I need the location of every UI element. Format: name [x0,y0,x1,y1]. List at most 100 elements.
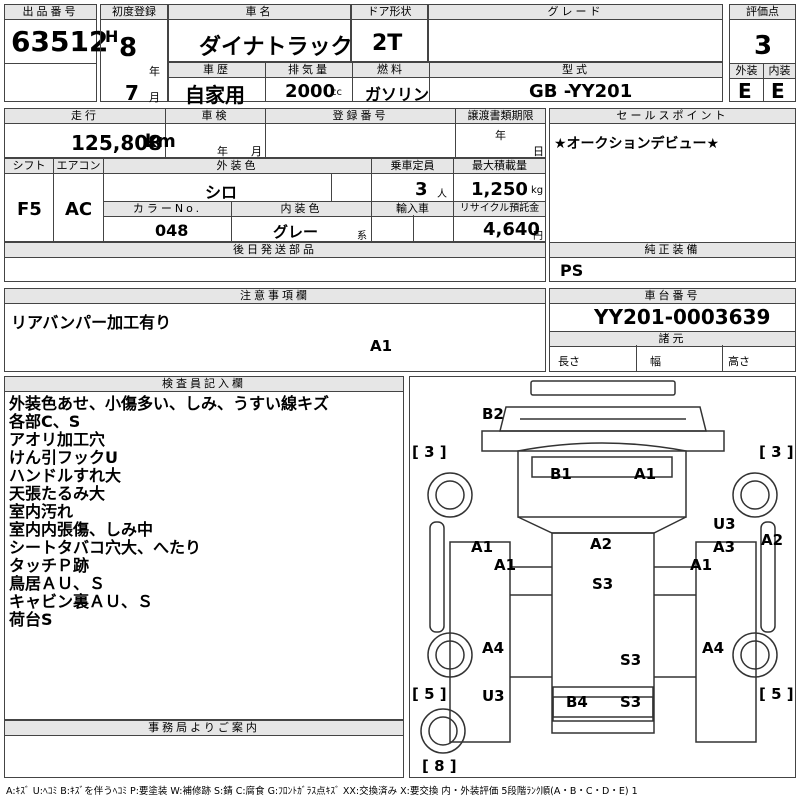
door-label: ドア形状 [352,5,427,20]
model-label: 型式 [429,63,722,78]
genuine-box: 純正装備 PS [549,242,796,282]
door: 2T [372,31,403,56]
damage-label: S3 [620,651,642,669]
grade-label: グレード [429,5,722,20]
damage-label: A1 [634,465,657,483]
capacity-label: 乗車定員 [371,159,453,174]
height-label: 高さ [728,355,750,368]
deadline-day-unit: 日 [533,145,544,158]
damage-label: U3 [713,515,736,533]
mileage: 125,808 [71,131,163,155]
damage-label: S3 [592,575,614,593]
legend: A:ｷｽﾞ U:ﾍｺﾐ B:ｷｽﾞを伴うﾍｺﾐ P:要塗装 W:補修跡 S:錆 … [6,786,638,797]
damage-label: S3 [620,693,642,711]
car-name-box: 車名 ダイナトラック [168,4,353,62]
inspection-year-unit: 年 [217,145,228,158]
capacity-unit: 人 [437,189,447,200]
fuel: ガソリン [365,85,430,104]
tire-tread-rear-left: [ 5 ] [412,685,447,703]
genuine-equipment: PS [560,261,584,280]
exterior-color: シロ [205,183,238,202]
displacement: 2000 [285,81,336,102]
month-unit: 月 [149,91,160,104]
air-conditioner: AC [65,199,93,220]
history-label: 車歴 [169,63,265,78]
recycle-fee: 4,640 [483,219,540,240]
inspector-line: ハンドルすれ大 [9,466,122,485]
later-parts-label: 後日発送部品 [5,243,545,258]
tire-tread-front-right: [ 3 ] [759,443,794,461]
int-color-label: 内装色 [231,201,371,217]
load-label: 最大積載量 [453,159,545,174]
score-box: 評価点 3 外装 内装 E E [729,4,796,103]
door-box: ドア形状 2T [351,4,428,62]
recycle-label: リサイクル預託金 [453,201,545,217]
inspection-month-unit: 月 [251,145,262,158]
damage-label: A2 [590,535,613,553]
inspector-line: 室内汚れ [9,502,74,521]
model: GB -YY201 [529,81,633,102]
history-box: 車歴 排気量 燃料 型式 自家用 2000 cc ガソリン GB -YY201 [168,62,723,107]
score-label: 評価点 [730,5,795,20]
inspection-label: 車検 [165,109,265,124]
truck-outline [420,380,778,754]
sales-point: ★オークションデビュー★ [554,136,720,152]
later-parts-box: 後日発送部品 [4,242,546,282]
tire-tread-front-left: [ 3 ] [412,443,447,461]
inspector-line: 外装色あせ、小傷多い、しみ、うすい線キズ [9,394,330,413]
damage-label: A1 [494,556,517,574]
inspector-line: シートタバコ穴大、へたり [9,538,202,557]
disp-unit: cc [331,87,342,98]
int-label: 内装 [763,63,795,79]
inspector-line: タッチＰ跡 [9,556,90,575]
history: 自家用 [185,83,245,107]
inspector-line: けん引フックU [9,448,118,467]
sales-box: セールスポイント ★オークションデビュー★ [549,108,796,243]
tire-tread-spare: [ 8 ] [422,757,457,775]
spec-label: 諸元 [550,331,795,347]
damage-diagram: B2 B1 A1 U3 A2 A1 A1 A3 A2 A1 A1 S3 A4 S… [370,337,796,778]
damage-label: A1 [370,337,393,355]
shift: F5 [17,199,42,220]
month: 7 [125,81,139,105]
color-label: 外装色 [103,159,371,174]
damage-label: U3 [482,687,505,705]
inspector-notes: 外装色あせ、小傷多い、しみ、うすい線キズ 各部C、S アオリ加工穴 けん引フック… [9,395,329,629]
era: H [105,27,119,46]
damage-label: A1 [690,556,713,574]
inspector-line: 室内内張傷、しみ中 [9,520,154,539]
shift-label: シフト [5,159,53,174]
capacity: 3 [415,179,428,200]
damage-label: A1 [471,538,494,556]
color-number: 048 [155,221,189,240]
damage-label: A3 [713,538,736,556]
score: 3 [754,31,773,61]
mileage-label: 走行 [5,109,165,124]
interior-color: グレー [273,223,319,241]
year: 8 [119,33,138,63]
chassis-number: YY201-0003639 [594,305,771,329]
spec-box: シフト エアコン 外装色 乗車定員 最大積載量 F5 AC シロ 3 人 1,2… [4,158,546,242]
reg-label: 登録番号 [265,109,455,124]
damage-label: B4 [566,693,588,711]
year-unit: 年 [149,65,160,78]
notes-text: リアバンパー加工有り [11,313,172,332]
chassis-label: 車台番号 [550,289,795,304]
damage-label: B1 [550,465,572,483]
inspector-box: 検査員記入欄 外装色あせ、小傷多い、しみ、うすい線キズ 各部C、S アオリ加工穴… [4,376,404,720]
sales-label: セールスポイント [550,109,795,124]
inspector-label: 検査員記入欄 [5,377,403,392]
office-box: 事務局よりご案内 [4,720,404,778]
deadline-year-unit: 年 [495,129,506,142]
lot-label: 出品番号 [5,5,96,20]
color-no-label: カラーNo. [103,201,231,217]
inspector-line: 天張たるみ大 [9,484,106,503]
notes-label: 注意事項欄 [5,289,545,304]
width-label: 幅 [650,355,661,368]
lot-box: 出品番号 63512 [4,4,108,102]
chassis-box: 車台番号 YY201-0003639 諸元 長さ 幅 高さ [549,288,796,372]
damage-label: B2 [482,405,504,423]
load-unit: kg [531,185,544,196]
color-family: 系 [357,231,367,242]
deadline-label: 譲渡書類期限 [455,109,545,124]
